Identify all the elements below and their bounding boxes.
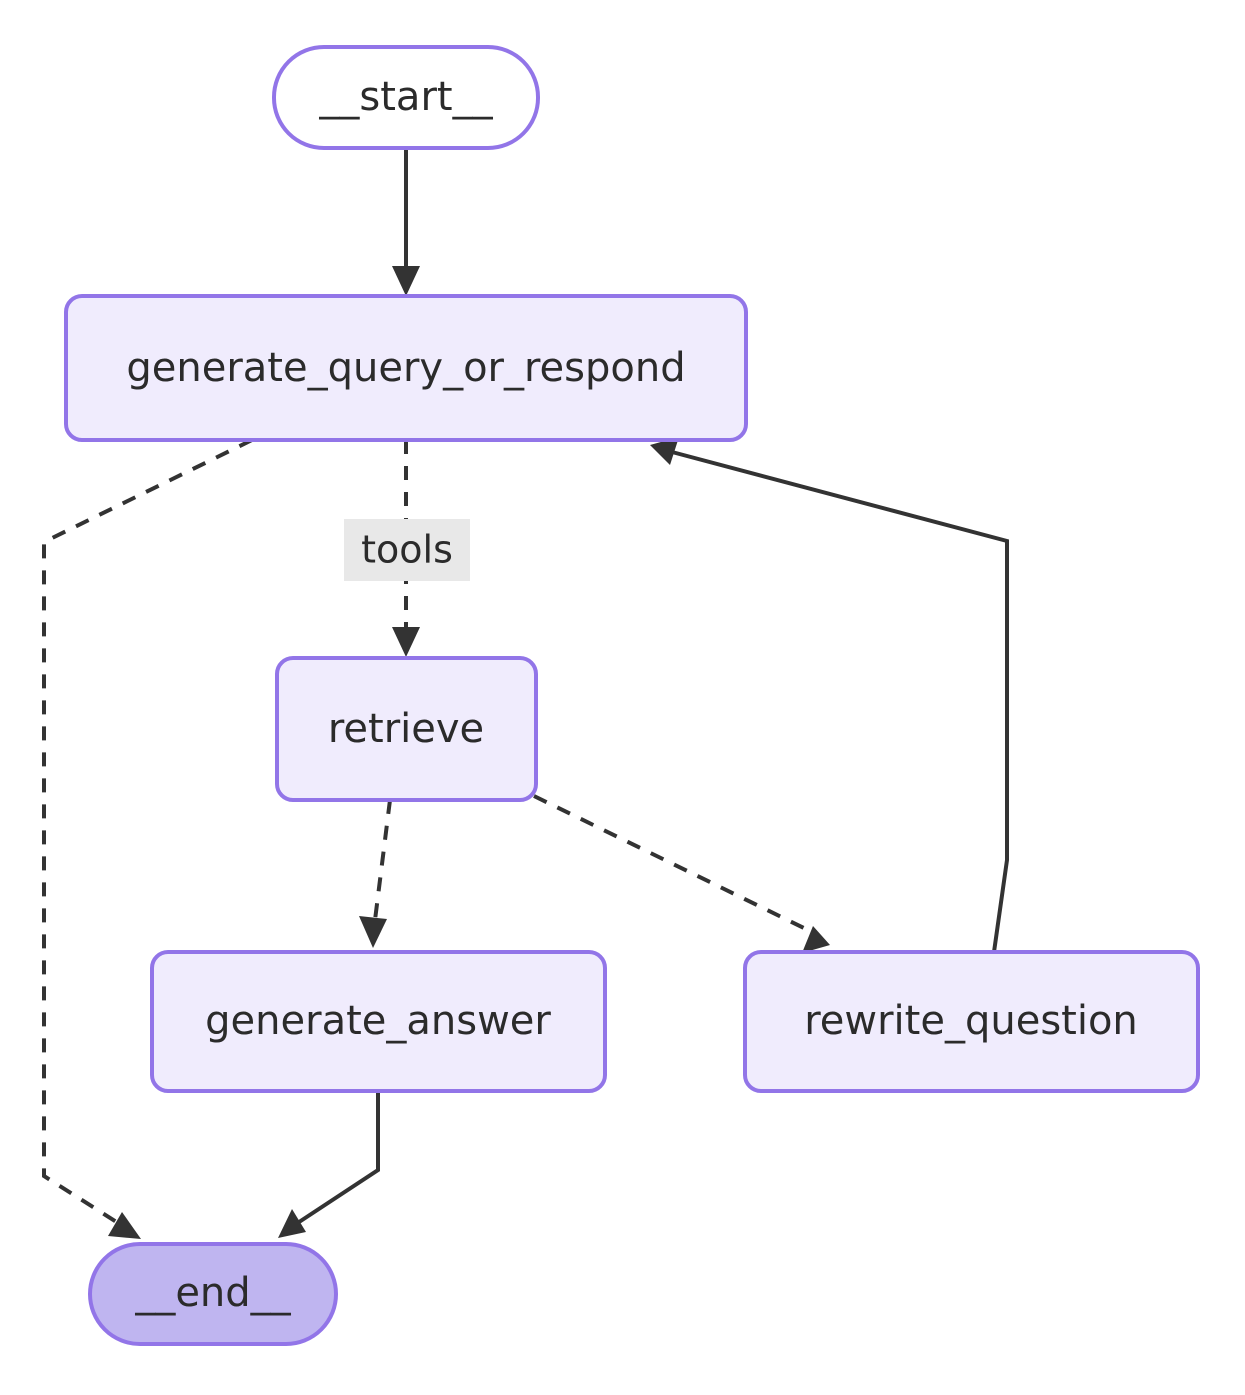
node-generate-answer[interactable]: generate_answer: [150, 950, 607, 1093]
arrowhead: [392, 266, 420, 296]
arrowhead: [392, 627, 420, 657]
edge-line: [533, 794, 809, 932]
edge-line: [373, 799, 392, 921]
edge-line: [291, 1092, 380, 1228]
edge-label-background: [344, 519, 470, 581]
edge-rewrite-question-to-generate-query-or-respond: [650, 437, 1009, 953]
node-layer: __start__ generate_query_or_respond retr…: [64, 45, 1200, 1346]
edge-generate-query-or-respond-to-end: [42, 438, 253, 1239]
node-end-shape[interactable]: [88, 1242, 338, 1346]
edge-label-tools: tools: [344, 519, 470, 581]
node-retrieve[interactable]: retrieve: [275, 656, 538, 802]
edge-label-tools-text: tools: [361, 528, 453, 572]
arrowhead: [802, 926, 830, 953]
edge-generate-query-or-respond-to-retrieve: [392, 440, 420, 657]
arrowhead: [108, 1212, 141, 1239]
node-end[interactable]: __end__: [88, 1242, 338, 1346]
arrowhead: [359, 916, 387, 948]
edge-line: [671, 450, 1009, 953]
node-rewrite-question-shape[interactable]: [743, 950, 1200, 1093]
node-retrieve-shape[interactable]: [275, 656, 538, 802]
arrowhead: [278, 1209, 306, 1238]
node-generate-query-or-respond[interactable]: generate_query_or_respond: [64, 294, 748, 442]
node-rewrite-question[interactable]: rewrite_question: [743, 950, 1200, 1093]
node-generate-answer-shape[interactable]: [150, 950, 607, 1093]
edge-line: [42, 438, 253, 1230]
edge-layer: [42, 150, 1009, 1239]
edge-generate-answer-to-end: [278, 1092, 380, 1238]
edge-start-to-generate-query-or-respond: [392, 150, 420, 296]
edge-retrieve-to-generate-answer: [359, 799, 392, 948]
node-start-shape[interactable]: [272, 45, 540, 150]
edge-retrieve-to-rewrite-question: [533, 794, 830, 953]
arrowhead: [650, 437, 679, 465]
node-generate-query-or-respond-shape[interactable]: [64, 294, 748, 442]
node-start[interactable]: __start__: [272, 45, 540, 150]
